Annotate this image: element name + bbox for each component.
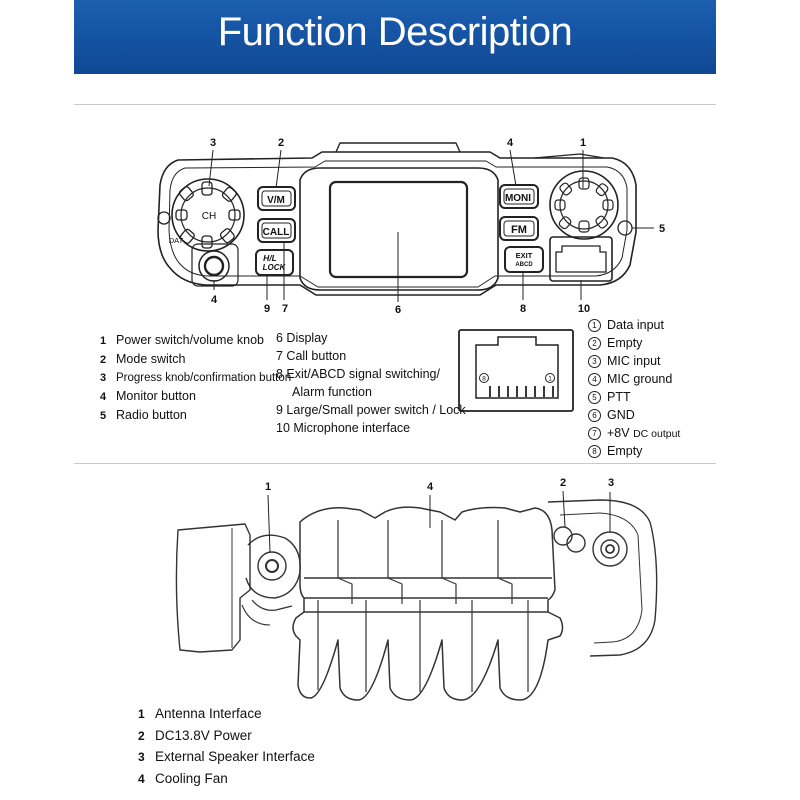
title-banner: Function Description bbox=[74, 0, 716, 74]
rear-left-endcap bbox=[175, 527, 201, 653]
callout-4-bottom: 4 bbox=[211, 294, 218, 306]
fm-button-shape bbox=[499, 216, 539, 241]
fm-button-label: FM bbox=[511, 224, 527, 236]
rear-callout-3: 3 bbox=[608, 477, 614, 489]
callout-10: 10 bbox=[578, 303, 590, 315]
rear-callout-4: 4 bbox=[427, 481, 434, 493]
exit-button-shape bbox=[504, 246, 544, 273]
callout-1: 1 bbox=[580, 137, 586, 149]
legend-item: 8 Exit/ABCD signal switching/ bbox=[276, 367, 440, 381]
vm-button-label: V/M bbox=[267, 195, 285, 206]
page-title: Function Description bbox=[217, 10, 573, 54]
legend-item: 6 Display bbox=[276, 331, 328, 345]
cooling-fins bbox=[292, 506, 564, 701]
callout-7: 7 bbox=[282, 303, 288, 315]
rear-callout-2: 2 bbox=[560, 477, 566, 489]
front-panel-body bbox=[157, 151, 637, 296]
call-button-label: CALL bbox=[263, 227, 290, 238]
callout-3: 3 bbox=[210, 137, 216, 149]
callout-6: 6 bbox=[395, 304, 401, 316]
dat-label: DAT bbox=[169, 236, 184, 245]
callout-2: 2 bbox=[278, 137, 284, 149]
ch-label: CH bbox=[202, 211, 216, 222]
section-divider-bottom bbox=[74, 463, 716, 464]
legend-item: 10 Microphone interface bbox=[276, 421, 411, 435]
callout-8: 8 bbox=[520, 303, 526, 315]
moni-button-label: MONI bbox=[505, 193, 531, 204]
rear-callout-1: 1 bbox=[265, 481, 271, 493]
connector-pinout-outline bbox=[458, 329, 574, 412]
dc-power-connector bbox=[553, 526, 573, 546]
antenna-connector bbox=[245, 534, 301, 599]
callout-9: 9 bbox=[264, 303, 270, 315]
legend-item: Alarm function bbox=[292, 385, 372, 399]
exit-label: EXIT bbox=[516, 251, 533, 260]
moni-button-shape bbox=[499, 184, 539, 209]
legend-item: 9 Large/Small power switch / Lock bbox=[276, 403, 466, 417]
connector-pin-8-mark: 8 bbox=[482, 376, 486, 383]
hl-label: H/L bbox=[263, 253, 277, 263]
section-divider-top bbox=[74, 104, 716, 105]
abcd-label: ABCD bbox=[515, 262, 533, 268]
speaker-jack bbox=[592, 531, 628, 567]
display-housing bbox=[299, 167, 499, 291]
front-legend-middle: 6 Display 7 Call button 8 Exit/ABCD sign… bbox=[276, 329, 466, 437]
callout-5: 5 bbox=[659, 223, 665, 235]
channel-knob bbox=[171, 178, 245, 252]
legend-item: 7 Call button bbox=[276, 349, 347, 363]
call-button-shape bbox=[257, 218, 296, 243]
connector-pin-1-mark: 1 bbox=[548, 376, 552, 383]
lock-label: LOCK bbox=[263, 263, 287, 272]
volume-knob bbox=[549, 170, 619, 240]
rear-right-endcap bbox=[547, 499, 658, 657]
hl-lock-button-shape bbox=[255, 249, 294, 276]
callout-4-top: 4 bbox=[507, 137, 514, 149]
pin-item: 7+8V DC output bbox=[588, 426, 680, 444]
